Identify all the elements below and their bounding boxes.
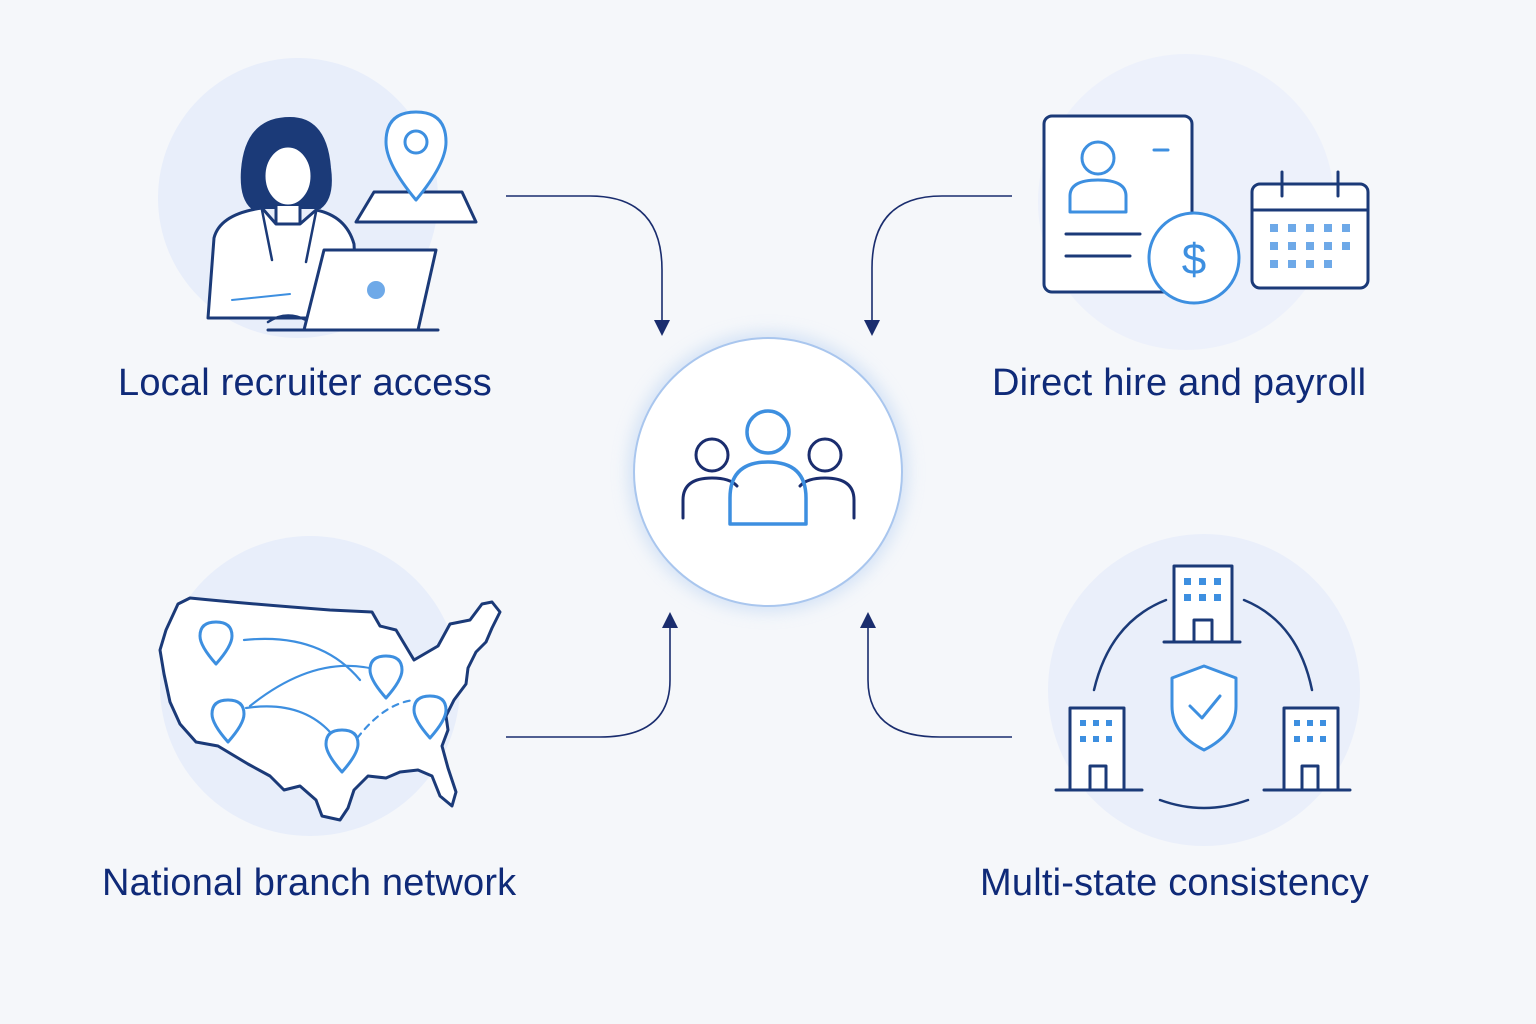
arrow-payroll-to-center	[864, 195, 1012, 336]
label-local-recruiter-access: Local recruiter access	[118, 362, 492, 404]
us-map-pins-icon	[158, 596, 502, 822]
label-national-branch-network: National branch network	[102, 862, 517, 904]
label-multi-state-consistency: Multi-state consistency	[980, 862, 1369, 904]
connector-arrows	[506, 195, 1012, 738]
arrow-local-to-center	[506, 195, 670, 336]
team-icon	[681, 409, 856, 526]
map-pins	[198, 620, 448, 774]
recruiter-laptop-location-icon	[206, 110, 478, 332]
label-direct-hire-and-payroll: Direct hire and payroll	[992, 362, 1367, 404]
arrow-branch-to-center	[506, 612, 678, 738]
resume-dollar-calendar-icon: $	[1042, 114, 1370, 305]
buildings-shield-icon	[1054, 564, 1352, 810]
center-node	[628, 332, 908, 612]
svg-text:$: $	[1182, 235, 1206, 284]
arrow-consistency-to-center	[860, 612, 1012, 738]
